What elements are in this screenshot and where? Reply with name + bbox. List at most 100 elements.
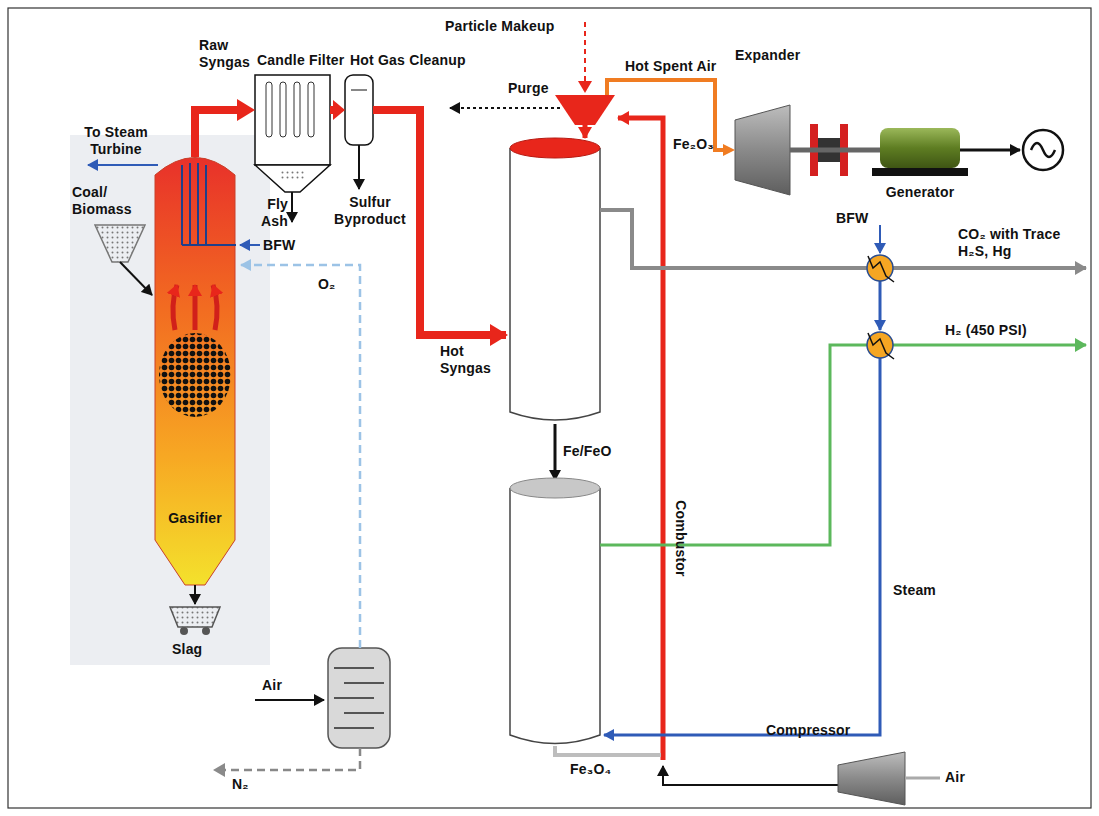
gasifier-vessel: Gasifier: [155, 157, 235, 585]
byproduct-label: Fly Ash: [250, 196, 288, 230]
stream-connector: [195, 99, 255, 157]
gasifier-panel: [70, 135, 270, 665]
stream-label: BFW: [836, 210, 876, 227]
candle-filter: [255, 75, 330, 222]
generator-part: [880, 128, 960, 168]
stream-label: Air: [945, 769, 980, 786]
heat-exchanger-part: [868, 256, 894, 282]
product-streams-part: [600, 210, 1086, 268]
candle-filter-part: [255, 165, 330, 192]
combustor-riser-part: [555, 746, 661, 755]
candle-filter-box: Candle Filter: [255, 75, 330, 165]
candle-filter-part: [280, 170, 306, 180]
hot-gas-cleanup-vessel-part: [351, 90, 367, 91]
feed-label: Coal/ Biomass: [72, 184, 142, 218]
oxidizer-reactor-part: [510, 488, 600, 744]
gasifier-vessel-part: [213, 285, 217, 330]
combustor-riser: [555, 118, 838, 785]
purge-hopper-part: [583, 125, 588, 138]
product-label: CO₂ with Trace H₂S, Hg: [958, 226, 1080, 260]
generator-part: [1031, 143, 1055, 157]
gasifier-vessel-part: [173, 285, 177, 330]
stream-line: [790, 148, 880, 153]
node-label: Hot Gas Cleanup: [350, 52, 475, 69]
stream-label: O₂: [318, 276, 348, 293]
candle-filter-part: [291, 192, 293, 222]
boiler-tubes-part: [88, 164, 158, 166]
particle-label: Fe₃O₄: [570, 761, 630, 778]
node-label: Generator: [875, 184, 965, 201]
candle-filter-part: [255, 75, 330, 165]
stream-label: Hot Spent Air: [625, 58, 735, 75]
product-streams-part: [879, 225, 881, 253]
generator-part: [1023, 130, 1063, 170]
heat-exchanger-part: [868, 333, 894, 359]
node-label: Expander: [735, 47, 815, 64]
slag-cart-part: [194, 585, 196, 604]
coal-hopper-part: [95, 225, 145, 262]
particle-label: Fe₂O₃: [673, 136, 723, 153]
coal-hopper: [95, 225, 152, 295]
product-streams: [600, 210, 1086, 735]
product-streams-part: [879, 281, 882, 330]
gasifier-panel-part: [70, 135, 270, 665]
node-label: Purge: [508, 80, 553, 97]
air-separation-unit-part: [214, 748, 360, 770]
generator-box: Generator: [880, 128, 960, 176]
generator-part: [960, 149, 1020, 152]
boiler-tubes-part: [240, 244, 260, 246]
stream-label: Hot Syngas: [440, 343, 500, 377]
stream-label: Air: [262, 677, 297, 694]
reducer-reactor-part: [510, 138, 600, 158]
reducer-reactor-part: [554, 424, 557, 480]
product-streams-part: [604, 358, 880, 735]
stream-line: [195, 110, 239, 157]
frame: [8, 8, 1091, 808]
compressor: [838, 752, 940, 805]
gasifier-vessel-part: [159, 333, 231, 417]
slag-cart-part: [180, 627, 188, 635]
reducer-reactor-part: [510, 148, 600, 420]
purge-hopper-part: [450, 107, 560, 109]
boiler-tubes-part: [182, 163, 236, 245]
heat-exchanger-part: [867, 332, 893, 358]
hot-gas-cleanup-box: Hot Gas Cleanup: [345, 75, 373, 145]
slag-cart-part: [202, 627, 210, 635]
air-separation-unit: [214, 265, 390, 770]
stream-label: To Steam Turbine: [80, 124, 152, 158]
node-label: Candle Filter: [257, 52, 349, 69]
heat-exchanger-part: [867, 255, 893, 281]
arrow-head: [237, 99, 255, 121]
candle-filter-part: [266, 82, 272, 137]
reducer-reactor: [510, 138, 600, 480]
particle-label: Fe/FeO: [563, 443, 623, 460]
candle-filter-part: [280, 82, 286, 137]
purge-hopper-part: [584, 22, 586, 92]
candle-filter-part: [294, 82, 300, 137]
arrow-head: [723, 144, 735, 156]
purge-hopper-part: [555, 95, 615, 125]
stream-label: Raw Syngas: [199, 37, 253, 71]
arrow-head: [333, 100, 345, 120]
generator: [872, 128, 1063, 176]
node-label: Compressor: [766, 722, 866, 739]
oxidizer-reactor: [510, 478, 600, 744]
air-separation-unit-part: [334, 668, 384, 728]
air-separation-unit-part: [255, 699, 324, 701]
frame-part: [8, 8, 1091, 808]
byproduct-label: Slag: [172, 641, 217, 658]
expander-turbine-part: [735, 105, 790, 195]
stream-label: N₂: [232, 776, 262, 793]
hot-gas-cleanup-vessel-part: [345, 75, 373, 145]
coal-hopper-part: [120, 262, 152, 295]
gasifier-vessel-part: [193, 285, 198, 330]
stream-connector: [330, 100, 345, 120]
stream-label: BFW: [263, 237, 303, 254]
slag-cart: [170, 585, 220, 635]
generator-part: [872, 168, 968, 176]
stream-connector: [790, 150, 880, 151]
